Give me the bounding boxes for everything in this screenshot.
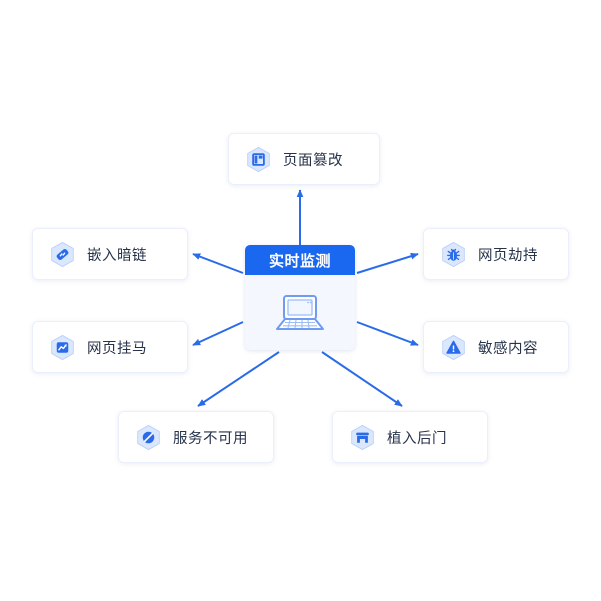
node-label: 服务不可用 [173, 430, 248, 447]
bug-icon [442, 241, 465, 267]
node-implanted-backdoor[interactable]: 植入后门 [332, 411, 488, 463]
edge-to-sensitive [356, 321, 419, 346]
node-page-tamper[interactable]: 页面篡改 [228, 133, 380, 185]
link-diamond-icon [51, 241, 74, 267]
node-label: 嵌入暗链 [87, 247, 147, 264]
edge-to-darklink [192, 253, 244, 274]
hub-illustration [245, 275, 355, 350]
node-label: 敏感内容 [478, 340, 538, 357]
door-gate-icon [351, 424, 374, 450]
hub-title: 实时监测 [245, 245, 355, 275]
edge-to-dos [197, 351, 280, 407]
edge-to-backdoor [321, 351, 403, 407]
node-label: 页面篡改 [283, 152, 343, 169]
warning-triangle-icon [442, 334, 465, 360]
node-webpage-hijack[interactable]: 网页劫持 [423, 228, 569, 280]
edge-to-trojan [192, 321, 244, 346]
page-layout-icon [247, 146, 270, 172]
node-label: 网页挂马 [87, 340, 147, 357]
laptop-icon [276, 294, 324, 330]
hub-card[interactable]: 实时监测 [245, 245, 355, 350]
ban-icon [137, 424, 160, 450]
node-service-unavailable[interactable]: 服务不可用 [118, 411, 274, 463]
node-webpage-trojan[interactable]: 网页挂马 [32, 321, 188, 373]
node-label: 网页劫持 [478, 247, 538, 264]
edge-to-hijack [356, 252, 419, 274]
node-embedded-darklink[interactable]: 嵌入暗链 [32, 228, 188, 280]
node-label: 植入后门 [387, 430, 447, 447]
node-sensitive-content[interactable]: 敏感内容 [423, 321, 569, 373]
trend-chart-icon [51, 334, 74, 360]
